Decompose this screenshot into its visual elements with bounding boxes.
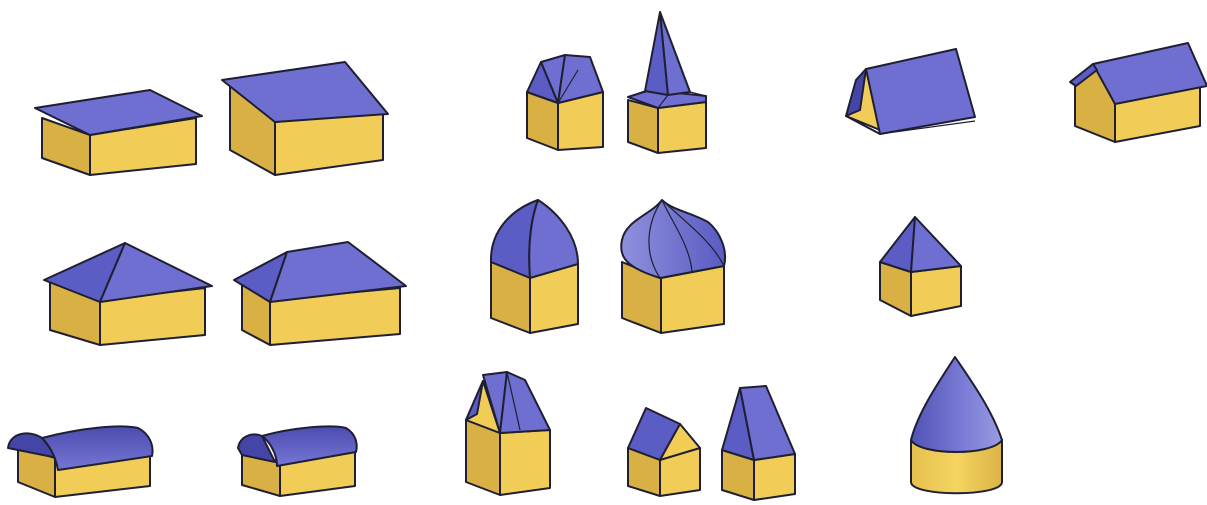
cross-gable-tower-icon (466, 372, 550, 495)
shed-tall-building-icon (222, 62, 388, 175)
hip-building-icon (44, 243, 212, 345)
onion-dome-tower-icon (621, 200, 725, 333)
gable-house-icon (1070, 43, 1207, 142)
gable-tower-icon (628, 408, 700, 496)
shed-building-icon (35, 90, 202, 175)
barrel-vault-small-building-icon (238, 426, 357, 496)
gable-a-frame-icon (846, 49, 975, 134)
cone-round-tower-icon (911, 357, 1002, 493)
hip-ridge-building-icon (234, 242, 406, 345)
truncated-pyramid-tower-icon (722, 386, 795, 500)
pyramid-tower-icon (880, 217, 961, 316)
spire-tower-icon (628, 12, 706, 153)
dome-tower-icon (491, 200, 578, 333)
pyramid-gable-tower-icon (527, 55, 603, 150)
barrel-vault-building-icon (8, 426, 152, 497)
